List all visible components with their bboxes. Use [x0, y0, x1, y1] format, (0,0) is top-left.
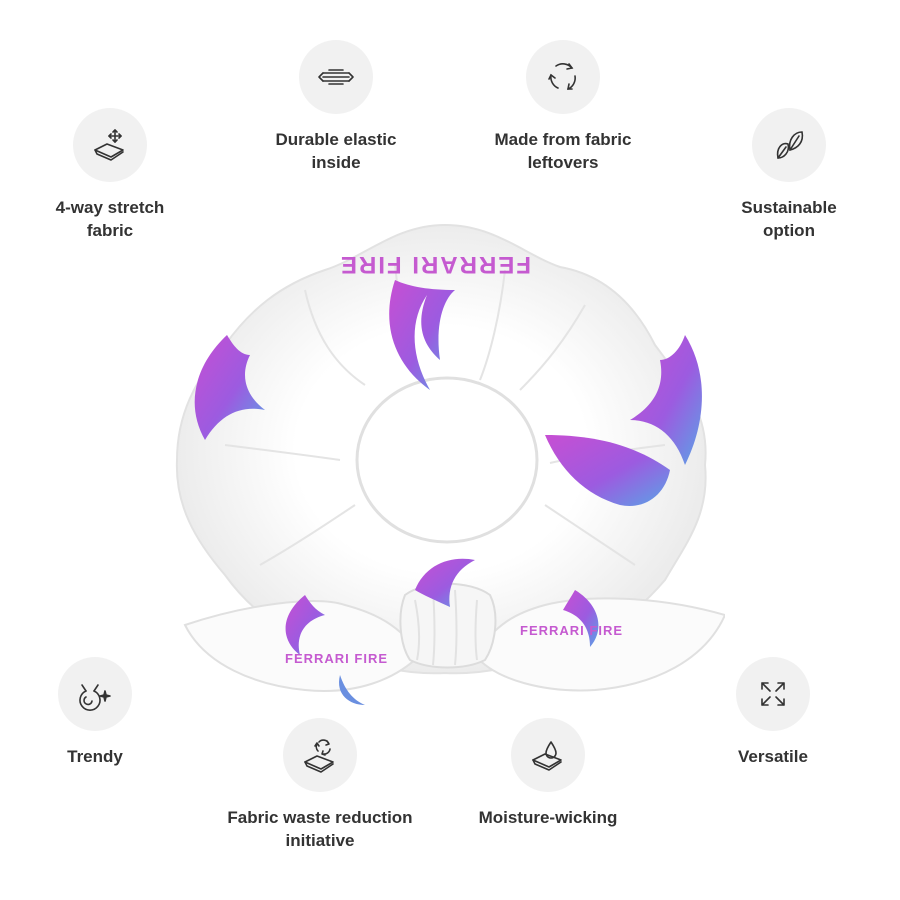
flame-print: [630, 335, 702, 465]
feature-label: Sustainable option: [741, 198, 837, 240]
feature-fabric-leftovers: Made from fabric leftovers: [463, 40, 663, 174]
feature-4-way-stretch: 4-way stretch fabric: [10, 108, 210, 242]
recycle-arrows-icon: [526, 40, 600, 114]
flame-print: [545, 435, 670, 506]
feature-moisture-wicking: Moisture-wicking: [448, 718, 648, 829]
expand-arrows-icon: [736, 657, 810, 731]
feature-label: Fabric waste reduction initiative: [227, 808, 413, 850]
flame-print: [415, 558, 475, 607]
bow-knot: [399, 582, 497, 669]
flame-print: [339, 675, 365, 705]
fabric-recycle-icon: [283, 718, 357, 792]
print-text-top: FERRARI FIRE: [339, 251, 531, 278]
feature-sustainable: Sustainable option: [689, 108, 889, 242]
scrunchie-center: [355, 376, 539, 544]
feature-label: Made from fabric leftovers: [494, 130, 632, 172]
feature-label: Durable elastic inside: [275, 130, 397, 172]
flame-print: [285, 595, 325, 655]
flame-print: [389, 280, 455, 390]
feature-label: Versatile: [738, 747, 808, 766]
flame-print: [194, 335, 265, 440]
feature-label: Moisture-wicking: [478, 808, 618, 827]
feature-trendy: Trendy: [0, 657, 195, 768]
elastic-band-icon: [299, 40, 373, 114]
feature-waste-reduction: Fabric waste reduction initiative: [220, 718, 420, 852]
water-drop-fabric-icon: [511, 718, 585, 792]
feature-label: 4-way stretch fabric: [55, 198, 165, 240]
flame-print: [563, 590, 599, 647]
leaves-icon: [752, 108, 826, 182]
print-text-left: FERRARI FIRE: [285, 651, 388, 666]
four-way-stretch-icon: [73, 108, 147, 182]
feature-label: Trendy: [67, 747, 123, 766]
feature-versatile: Versatile: [673, 657, 873, 768]
print-text-right: FERRARI FIRE: [520, 623, 623, 638]
cat-sparkle-icon: [58, 657, 132, 731]
feature-durable-elastic: Durable elastic inside: [236, 40, 436, 174]
scrunchie-product-image: FERRARI FIRE FERRARI FIRE FERRARI FIRE: [175, 223, 725, 705]
